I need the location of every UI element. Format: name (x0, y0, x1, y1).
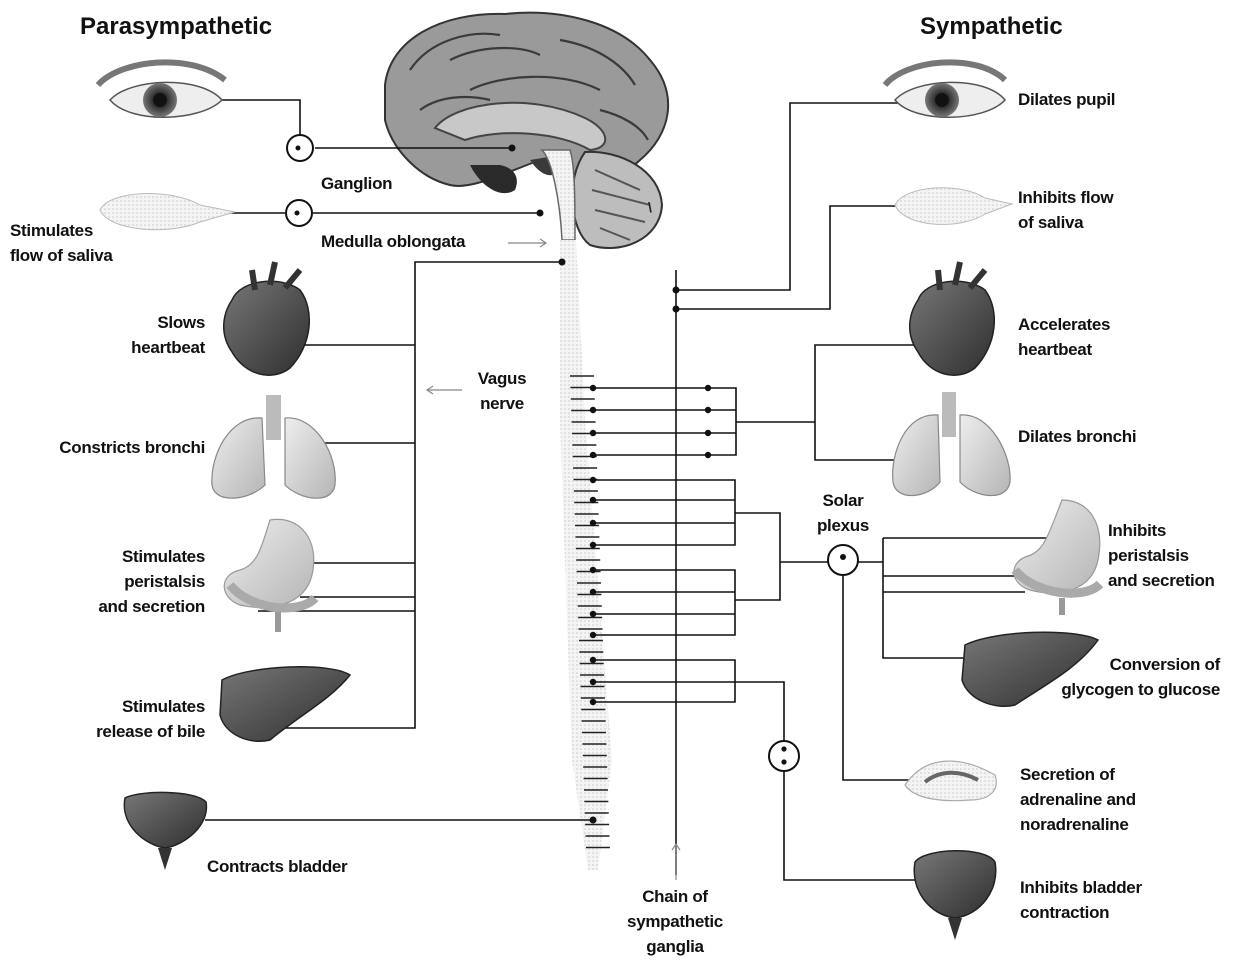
sympathetic-nerve-endpoints (590, 287, 711, 706)
eye-icon-left (98, 62, 225, 117)
svg-text:\: \ (648, 199, 652, 215)
label-line: release of bile (40, 719, 205, 744)
stomach-icon-left (224, 519, 315, 632)
label-line: and secretion (1108, 568, 1215, 593)
label-line: Inhibits bladder (1020, 875, 1142, 900)
label-line: of saliva (1018, 210, 1113, 235)
spinal-cord (560, 240, 612, 870)
label-line: Chain of (600, 884, 750, 909)
label-ganglion: Ganglion (321, 171, 392, 196)
label-line: plexus (800, 513, 886, 538)
label-secretion-adrenaline: Secretion of adrenaline and noradrenalin… (1020, 762, 1136, 837)
label-inhibits-peristalsis: Inhibits peristalsis and secretion (1108, 518, 1215, 593)
label-contracts-bladder: Contracts bladder (207, 854, 347, 879)
liver-icon-left (220, 667, 350, 741)
label-inhibits-bladder: Inhibits bladder contraction (1020, 875, 1142, 925)
label-line: Dilates bronchi (1018, 424, 1136, 449)
label-line: Dilates pupil (1018, 87, 1115, 112)
solar-plexus-ganglion (828, 545, 858, 575)
label-dilates-pupil: Dilates pupil (1018, 87, 1115, 112)
label-inhibits-saliva: Inhibits flow of saliva (1018, 185, 1113, 235)
label-line: Stimulates (10, 218, 113, 243)
stomach-icon-right (1014, 500, 1100, 615)
adrenal-gland-icon (905, 761, 996, 801)
label-line: Inhibits (1108, 518, 1215, 543)
heart-icon-left (224, 262, 310, 375)
label-line: peristalsis (40, 569, 205, 594)
heading-parasympathetic: Parasympathetic (80, 12, 272, 42)
pointer-arrows (427, 239, 680, 880)
heart-icon-right (910, 262, 995, 375)
label-line: sympathetic (600, 909, 750, 934)
lungs-icon-right (893, 392, 1011, 496)
salivary-gland-icon-left (100, 194, 235, 230)
bladder-icon-right (914, 851, 996, 940)
bladder-icon-left (124, 792, 206, 870)
label-conversion-glycogen: Conversion of glycogen to glucose (1020, 652, 1220, 702)
label-line: peristalsis (1108, 543, 1215, 568)
lungs-icon-left (212, 395, 335, 498)
label-chain-of-sympathetic-ganglia: Chain of sympathetic ganglia (600, 884, 750, 959)
label-line: Stimulates (40, 544, 205, 569)
label-constricts-bronchi: Constricts bronchi (10, 435, 205, 460)
label-accelerates-heartbeat: Accelerates heartbeat (1018, 312, 1110, 362)
label-line: Conversion of (1020, 652, 1220, 677)
label-line: heartbeat (1018, 337, 1110, 362)
label-line: Accelerates (1018, 312, 1110, 337)
label-line: Contracts bladder (207, 854, 347, 879)
label-line: heartbeat (60, 335, 205, 360)
label-line: Stimulates (40, 694, 205, 719)
label-slows-heartbeat: Slows heartbeat (60, 310, 205, 360)
label-line: adrenaline and (1020, 787, 1136, 812)
label-line: Slows (60, 310, 205, 335)
label-stimulates-bile: Stimulates release of bile (40, 694, 205, 744)
label-line: Inhibits flow (1018, 185, 1113, 210)
label-stimulates-peristalsis: Stimulates peristalsis and secretion (40, 544, 205, 619)
label-vagus-nerve: Vagus nerve (462, 366, 542, 416)
label-solar-plexus: Solar plexus (800, 488, 886, 538)
label-line: Solar (800, 488, 886, 513)
salivary-gland-icon-right (895, 188, 1012, 225)
label-line: nerve (462, 391, 542, 416)
label-line: Vagus (462, 366, 542, 391)
label-line: glycogen to glucose (1020, 677, 1220, 702)
label-line: ganglia (600, 934, 750, 959)
label-medulla-oblongata: Medulla oblongata (321, 229, 465, 254)
label-line: Secretion of (1020, 762, 1136, 787)
label-line: Constricts bronchi (10, 435, 205, 460)
label-line: noradrenaline (1020, 812, 1136, 837)
label-line: flow of saliva (10, 243, 113, 268)
label-stimulates-saliva: Stimulates flow of saliva (10, 218, 113, 268)
bladder-ganglion (769, 741, 799, 771)
heading-sympathetic: Sympathetic (920, 12, 1063, 42)
eye-icon-right (885, 62, 1005, 117)
label-line: contraction (1020, 900, 1142, 925)
label-line: and secretion (40, 594, 205, 619)
label-dilates-bronchi: Dilates bronchi (1018, 424, 1136, 449)
